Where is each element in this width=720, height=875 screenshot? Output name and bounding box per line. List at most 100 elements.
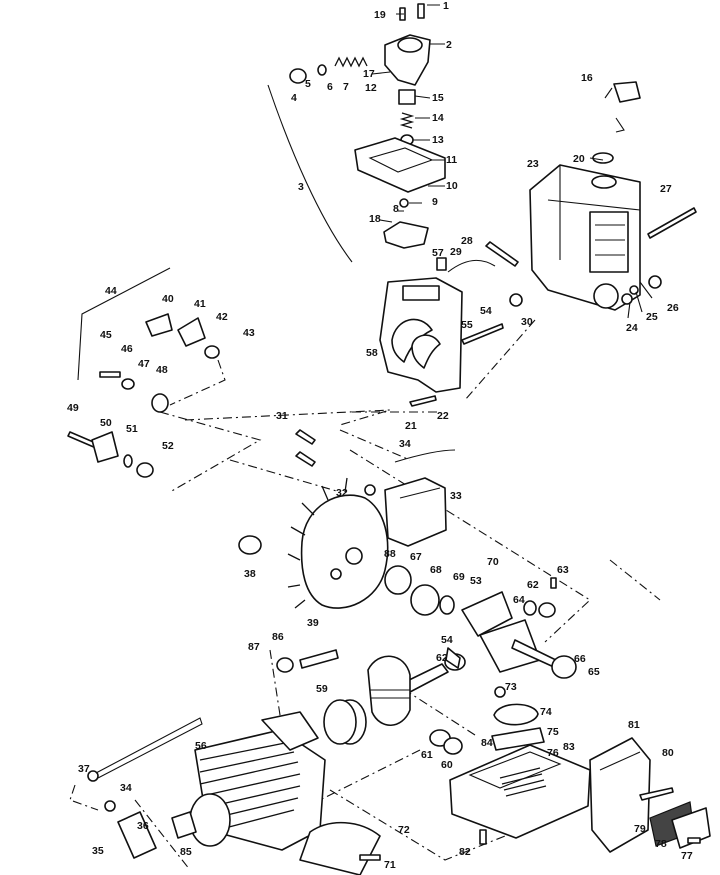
cylinder <box>189 711 326 851</box>
callout-35: 35 <box>92 845 104 857</box>
bracket-44 <box>77 267 171 381</box>
callout-9: 9 <box>432 196 438 208</box>
screw-73 <box>494 686 506 698</box>
callout-83: 83 <box>563 741 575 753</box>
callout-57: 57 <box>432 247 444 259</box>
callout-73: 73 <box>505 681 517 693</box>
callout-72: 72 <box>398 824 410 836</box>
callout-77: 77 <box>681 850 693 862</box>
callout-14: 14 <box>432 112 444 124</box>
callout-85: 85 <box>180 846 192 858</box>
callout-40: 40 <box>162 293 174 305</box>
rod-cap-54 <box>445 647 461 669</box>
intake-manifold <box>379 277 463 393</box>
callout-34-top: 34 <box>399 438 411 450</box>
callout-3: 3 <box>298 181 304 193</box>
callout-44: 44 <box>105 285 117 297</box>
callout-43: 43 <box>243 327 255 339</box>
callout-56: 56 <box>195 740 207 752</box>
piston-ring-b <box>323 699 357 745</box>
callout-26: 26 <box>667 302 679 314</box>
oring-20 <box>592 152 614 164</box>
callout-59: 59 <box>316 683 328 695</box>
diaphragm-plate <box>354 137 446 208</box>
carburetor-body <box>371 3 431 86</box>
callout-16: 16 <box>581 72 593 84</box>
adjuster-spring <box>289 56 368 84</box>
callout-8: 8 <box>393 203 399 215</box>
callout-70: 70 <box>487 556 499 568</box>
callout-79: 79 <box>634 823 646 835</box>
callout-75: 75 <box>547 726 559 738</box>
throttle-parts <box>67 313 220 478</box>
callout-12: 12 <box>365 82 377 94</box>
bolt-80 <box>639 787 674 801</box>
bearing-67 <box>384 565 412 595</box>
boot-87 <box>276 657 294 673</box>
callout-76: 76 <box>547 747 559 759</box>
callout-51: 51 <box>126 423 138 435</box>
callout-36: 36 <box>137 820 149 832</box>
clip-35 <box>104 800 116 812</box>
bolt-28 <box>485 241 519 267</box>
crankshaft <box>461 591 561 673</box>
shield-72 <box>299 821 381 875</box>
washer-24 <box>621 293 633 305</box>
callout-65: 65 <box>588 666 600 678</box>
callout-17: 17 <box>363 68 375 80</box>
callout-69: 69 <box>453 571 465 583</box>
callout-39: 39 <box>307 617 319 629</box>
washer-32 <box>364 484 376 496</box>
callout-53: 53 <box>470 575 482 587</box>
seal-60 <box>443 737 463 755</box>
callout-67: 67 <box>410 551 422 563</box>
callout-21: 21 <box>405 420 417 432</box>
pin-31b <box>295 451 316 467</box>
callout-62-cap: 62 <box>527 579 539 591</box>
callout-48: 48 <box>156 364 168 376</box>
callout-84: 84 <box>481 737 493 749</box>
callout-28: 28 <box>461 235 473 247</box>
piston <box>367 655 411 727</box>
callout-78: 78 <box>655 838 667 850</box>
grommet-37 <box>87 770 99 782</box>
bracket-line-3 <box>267 84 353 263</box>
callout-66: 66 <box>574 653 586 665</box>
fuel-line-29 <box>447 259 496 273</box>
callout-52: 52 <box>162 440 174 452</box>
callout-27: 27 <box>660 183 672 195</box>
callout-24: 24 <box>626 322 638 334</box>
callout-55: 55 <box>461 319 473 331</box>
fuel-line-34 <box>394 449 456 463</box>
callout-20: 20 <box>573 153 585 165</box>
callout-38: 38 <box>244 568 256 580</box>
seal-66 <box>551 655 577 679</box>
callout-6: 6 <box>327 81 333 93</box>
callout-71: 71 <box>384 859 396 871</box>
screw-21 <box>409 395 437 407</box>
callout-22: 22 <box>437 410 449 422</box>
bolt-54 <box>461 323 504 345</box>
pin-31a <box>295 429 316 445</box>
muffler-cover <box>589 737 651 853</box>
callout-4: 4 <box>291 92 297 104</box>
callout-10: 10 <box>446 180 458 192</box>
callout-49: 49 <box>67 402 79 414</box>
callout-5: 5 <box>305 78 311 90</box>
callout-37: 37 <box>78 763 90 775</box>
callout-23: 23 <box>527 158 539 170</box>
callout-45: 45 <box>100 329 112 341</box>
callout-29: 29 <box>450 246 462 258</box>
screw-82 <box>479 829 487 845</box>
fuel-pump-stack <box>398 89 416 146</box>
callout-82: 82 <box>459 846 471 858</box>
fitting-57 <box>436 257 447 271</box>
spark-plug-86 <box>299 649 339 669</box>
plug-26 <box>648 275 662 289</box>
screw-63 <box>550 577 557 589</box>
seal-69 <box>439 595 455 615</box>
callout-25: 25 <box>646 311 658 323</box>
callout-31: 31 <box>276 410 288 422</box>
callout-61: 61 <box>421 749 433 761</box>
boot-36 <box>117 811 157 859</box>
